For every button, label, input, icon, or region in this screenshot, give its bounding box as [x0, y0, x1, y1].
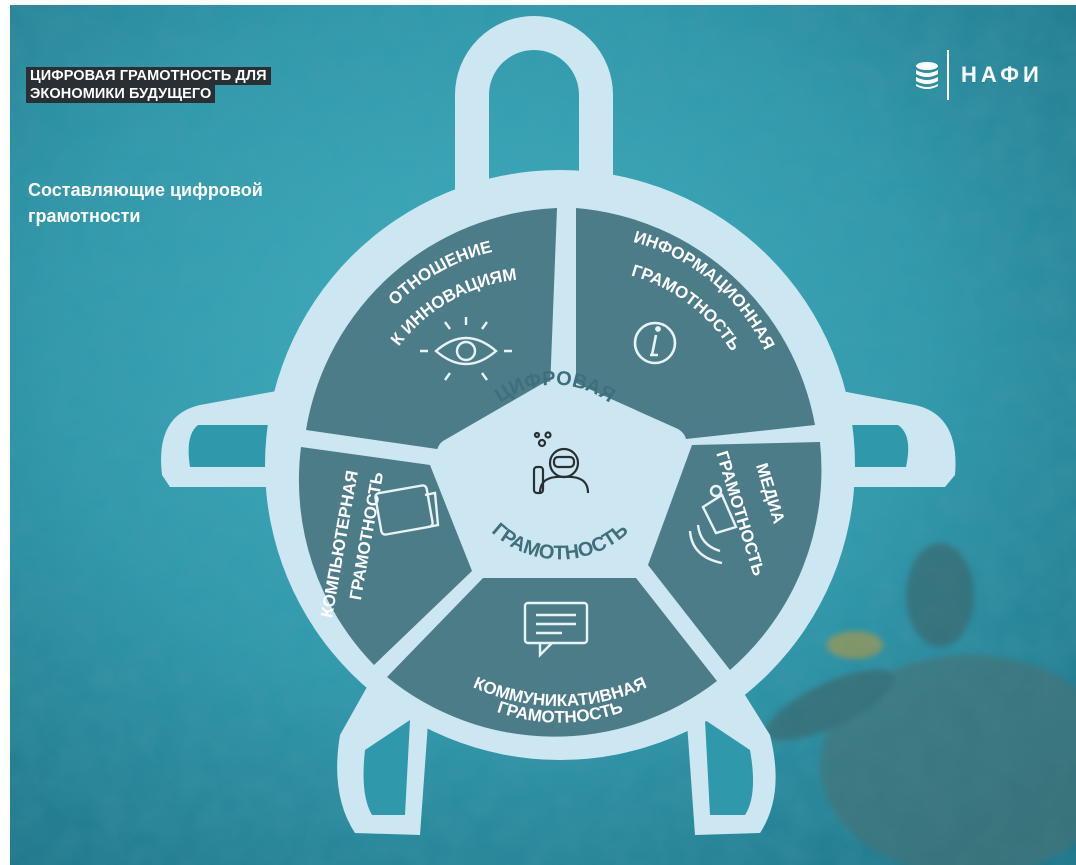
segment-information[interactable]	[576, 208, 815, 439]
diver-icon	[532, 431, 590, 495]
eye-icon	[420, 317, 512, 381]
header-title: ЦИФРОВАЯ ГРАМОТНОСТЬ ДЛЯ ЭКОНОМИКИ БУДУЩ…	[26, 67, 271, 103]
logo-separator	[947, 50, 949, 100]
nafi-logo: НАФИ	[915, 50, 1043, 100]
header-title-line2: ЭКОНОМИКИ БУДУЩЕГО	[26, 85, 216, 103]
turtle-diagram: ЦИФРОВАЯ ГРАМОТНОСТЬ ОТНОШЕНИЕ К ИННОВАЦ…	[161, 16, 956, 835]
header-title-line1: ЦИФРОВАЯ ГРАМОТНОСТЬ ДЛЯ	[26, 67, 271, 85]
sea-turtle-photo	[765, 543, 1076, 865]
logo-text: НАФИ	[961, 62, 1043, 87]
shell-segments	[298, 208, 822, 737]
monitor-icon	[374, 484, 440, 536]
slide: ЦИФРОВАЯ ГРАМОТНОСТЬ ДЛЯ ЭКОНОМИКИ БУДУЩ…	[10, 5, 1076, 865]
nafi-logo-icon	[916, 62, 938, 89]
turtle-head	[455, 16, 613, 205]
segment-media[interactable]	[648, 442, 822, 670]
segment-communication[interactable]	[387, 578, 717, 737]
segment-innovation[interactable]	[306, 208, 557, 449]
speaker-icon	[688, 484, 738, 565]
page-subtitle: Составляющие цифровой грамотности	[28, 180, 263, 226]
chat-icon	[523, 601, 589, 658]
info-icon	[633, 321, 677, 365]
